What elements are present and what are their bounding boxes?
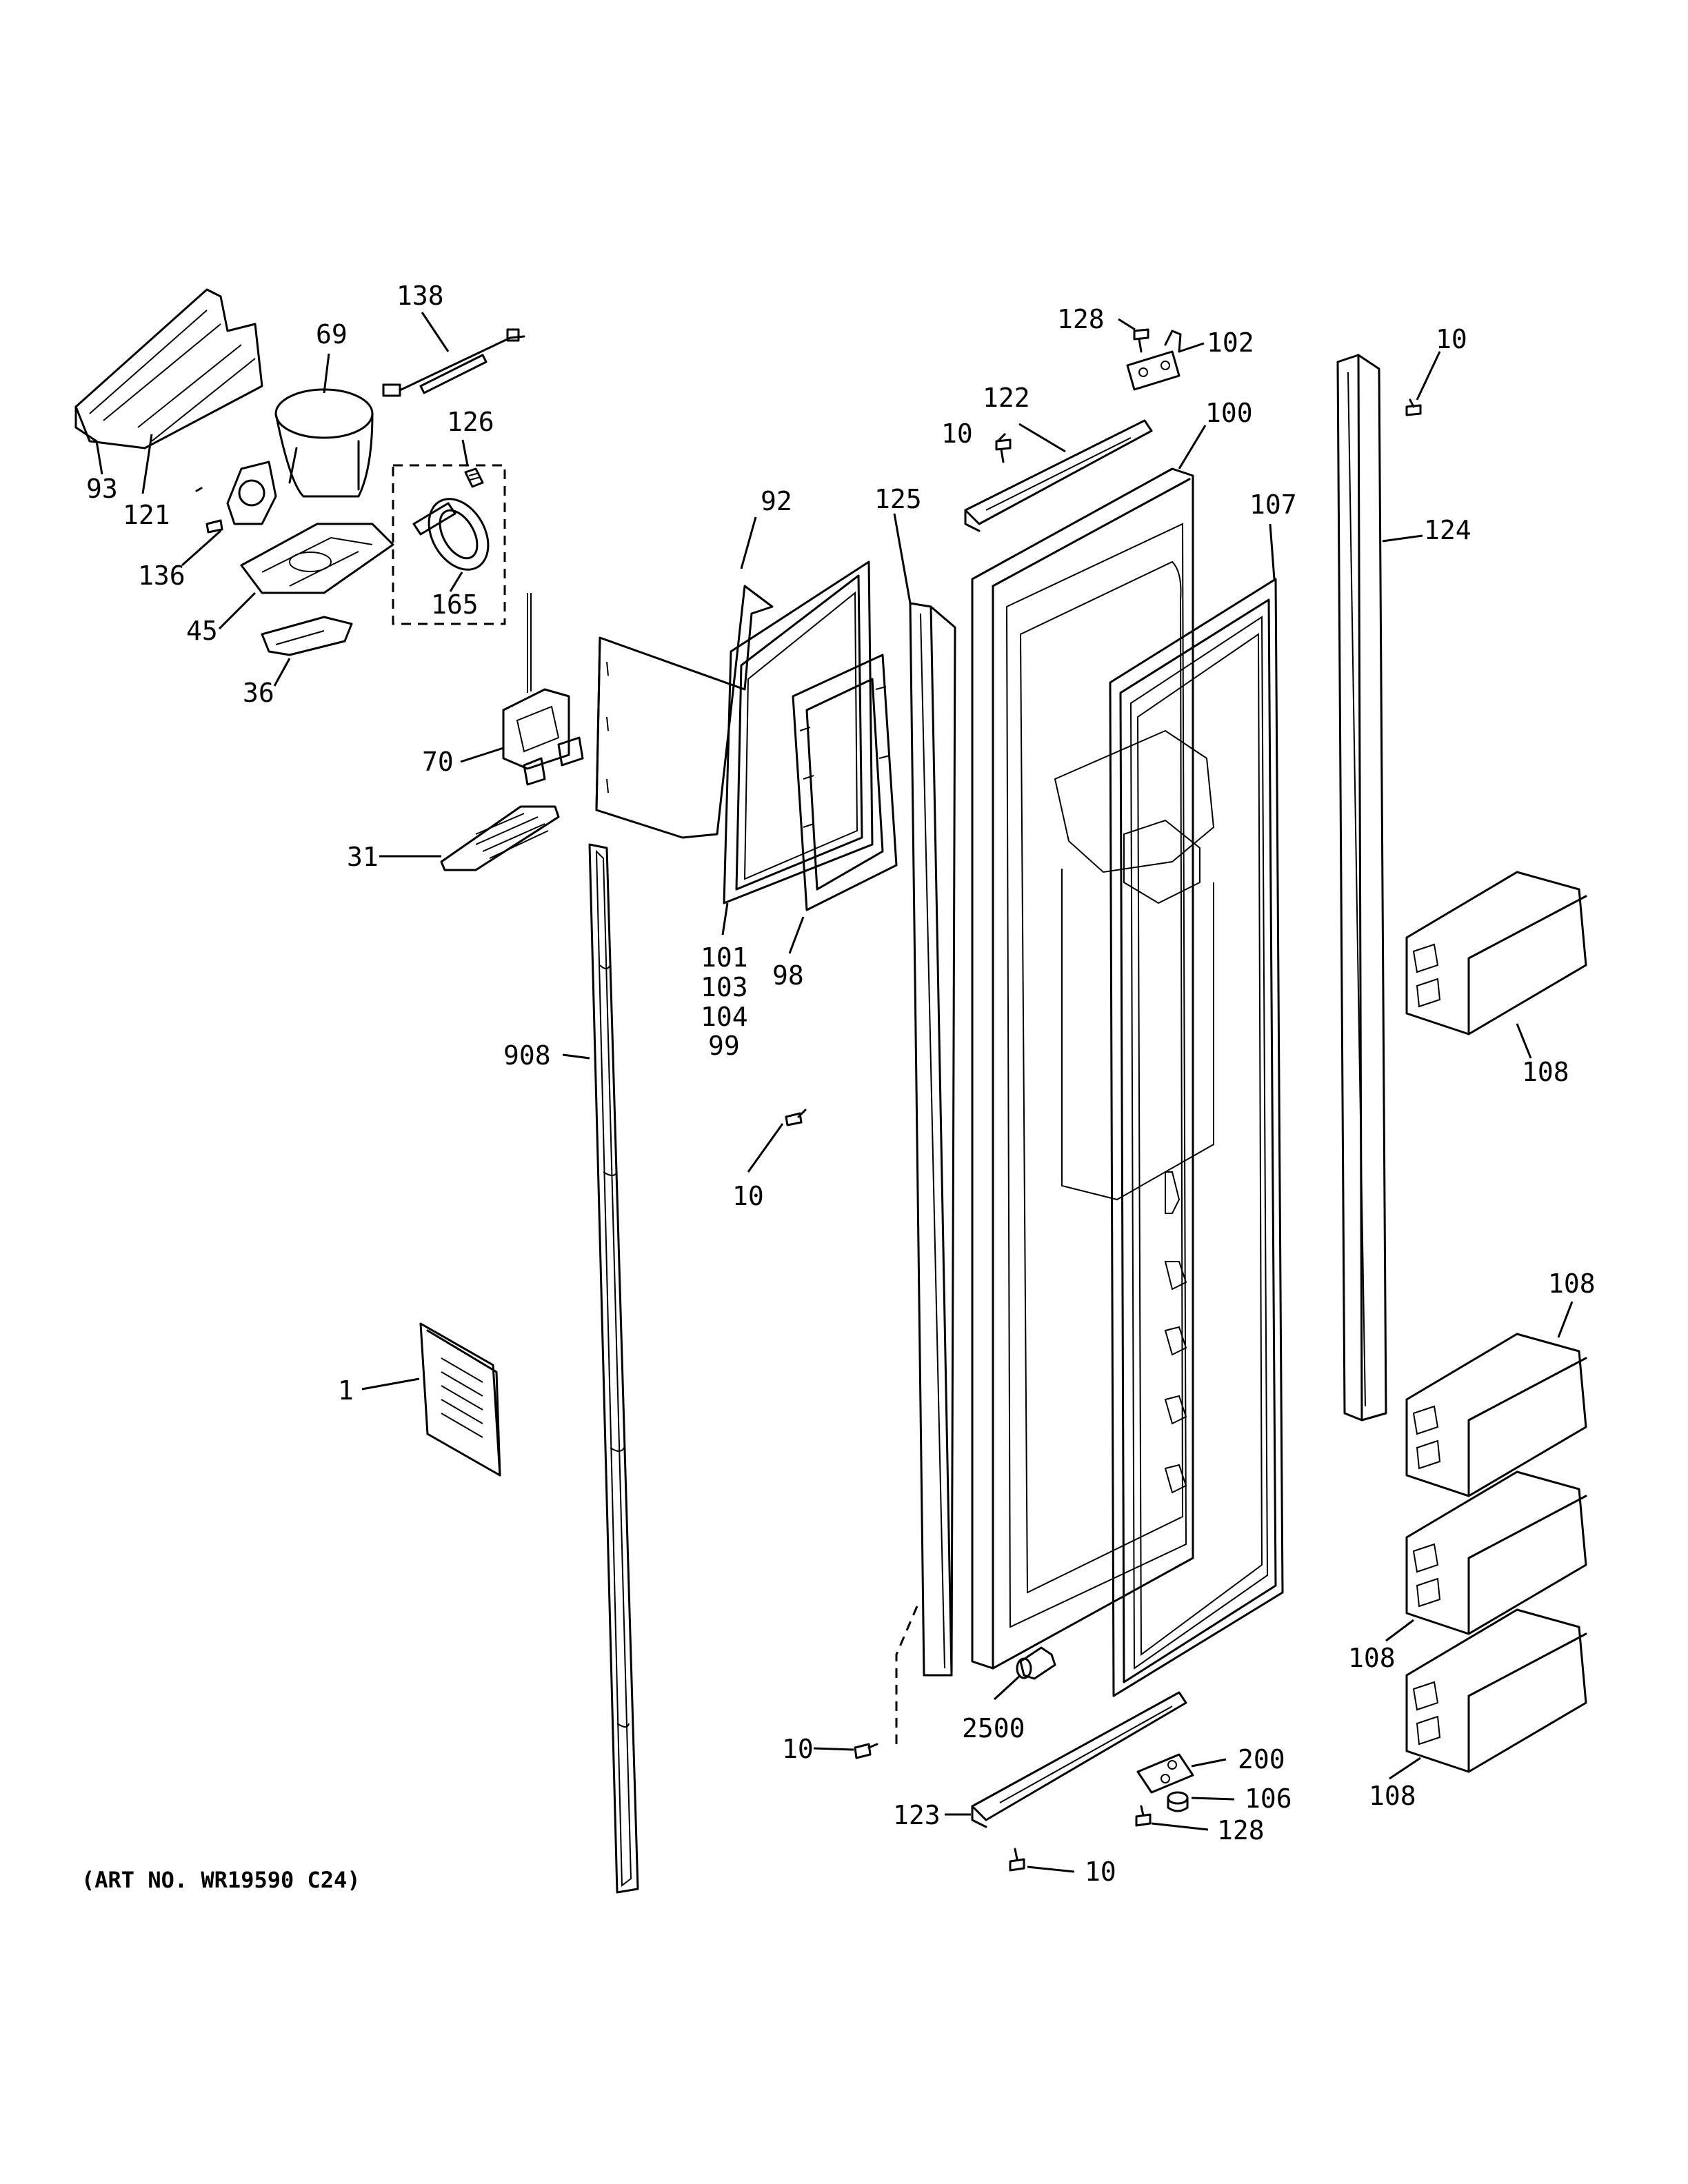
screw-part-128-bottom — [1135, 1805, 1152, 1827]
label-102: 102 — [1207, 327, 1254, 358]
door-bin-part-3 — [1405, 1470, 1587, 1635]
label-10-bottom-left: 10 — [782, 1734, 814, 1764]
leader-lines — [95, 312, 1574, 1873]
label-165: 165 — [431, 589, 479, 620]
door-gasket-part — [588, 843, 639, 1894]
screw-part-10-top-left — [995, 438, 1012, 463]
label-10-middle: 10 — [732, 1181, 764, 1211]
label-123: 123 — [893, 1800, 941, 1830]
door-outer-panel-part — [971, 467, 1215, 1670]
label-125: 125 — [874, 484, 922, 514]
label-98: 98 — [772, 960, 804, 991]
label-93: 93 — [86, 474, 118, 504]
label-128-bottom: 128 — [1217, 1815, 1265, 1846]
label-2500: 2500 — [962, 1713, 1025, 1743]
label-45: 45 — [186, 616, 218, 646]
label-136: 136 — [138, 560, 185, 591]
bracket-part — [261, 616, 353, 656]
label-70: 70 — [422, 747, 454, 777]
art-number: (ART NO. WR19590 C24) — [81, 1867, 361, 1893]
dispenser-funnel-part — [274, 388, 374, 498]
door-bin-part-1 — [1405, 871, 1587, 1035]
screw-part-136 — [195, 487, 223, 534]
screw-part-128-top — [1133, 328, 1149, 353]
recess-housing-part — [595, 585, 774, 839]
door-bin-part-4 — [1405, 1608, 1587, 1773]
label-10-bottom: 10 — [1085, 1857, 1116, 1887]
label-122: 122 — [983, 383, 1030, 413]
dispenser-inner-frame-part — [792, 654, 898, 911]
label-108-4: 108 — [1369, 1781, 1416, 1811]
label-101: 101 — [701, 942, 748, 973]
label-31: 31 — [347, 842, 379, 872]
door-trim-strip-part — [909, 602, 956, 1677]
label-908: 908 — [503, 1040, 551, 1071]
wire-harness-part — [382, 328, 525, 397]
label-103: 103 — [701, 972, 748, 1002]
bottom-hinge-bracket-part — [971, 1691, 1187, 1828]
label-10-top-right: 10 — [1436, 324, 1467, 354]
label-100: 100 — [1205, 398, 1253, 428]
label-69: 69 — [316, 319, 348, 350]
screw-part-10-top-right — [1405, 398, 1422, 416]
label-138: 138 — [396, 281, 444, 311]
label-106: 106 — [1245, 1783, 1292, 1814]
screw-part-10-bottom-left — [854, 1743, 878, 1759]
screw-part-10-middle — [785, 1109, 807, 1126]
label-200: 200 — [1238, 1744, 1285, 1775]
label-108-1: 108 — [1522, 1057, 1569, 1087]
top-hinge-bracket-part — [964, 419, 1153, 532]
label-99: 99 — [708, 1031, 740, 1061]
label-108-3: 108 — [1348, 1643, 1396, 1673]
callout-labels: 138 69 126 93 121 136 45 36 165 70 31 92… — [86, 281, 1596, 1887]
dispenser-housing-part — [240, 523, 394, 594]
solenoid-coil-part — [412, 498, 490, 571]
label-1: 1 — [338, 1375, 354, 1406]
label-107: 107 — [1249, 489, 1297, 520]
label-124: 124 — [1424, 515, 1471, 545]
label-92: 92 — [761, 486, 792, 516]
hinge-plate-part-200 — [1136, 1753, 1194, 1794]
door-seal-gasket-part — [1109, 578, 1284, 1697]
auger-motor-part — [226, 461, 277, 525]
handle-trim-part — [1336, 354, 1387, 1422]
control-board-part — [74, 288, 263, 449]
bushing-part-106 — [1167, 1791, 1189, 1812]
label-126: 126 — [447, 407, 494, 437]
label-128-top: 128 — [1057, 304, 1105, 334]
door-bin-part-2 — [1405, 1333, 1587, 1497]
hinge-part-102 — [1126, 330, 1182, 391]
fitting-part-2500 — [1016, 1646, 1056, 1680]
label-36: 36 — [243, 678, 274, 708]
dispenser-frame-part — [723, 560, 874, 904]
owner-manual-part — [419, 1322, 501, 1477]
spring-part-126 — [464, 467, 484, 488]
dashed-group-box — [392, 464, 506, 625]
label-121: 121 — [123, 500, 170, 530]
label-108-2: 108 — [1548, 1268, 1596, 1299]
label-104: 104 — [701, 1002, 748, 1032]
switch-plate-part — [502, 593, 584, 786]
alignment-dash-line — [895, 1606, 918, 1744]
label-10-top-left: 10 — [941, 418, 973, 449]
screw-part-10-bottom — [1009, 1848, 1025, 1872]
drip-tray-grille-part — [440, 805, 560, 871]
